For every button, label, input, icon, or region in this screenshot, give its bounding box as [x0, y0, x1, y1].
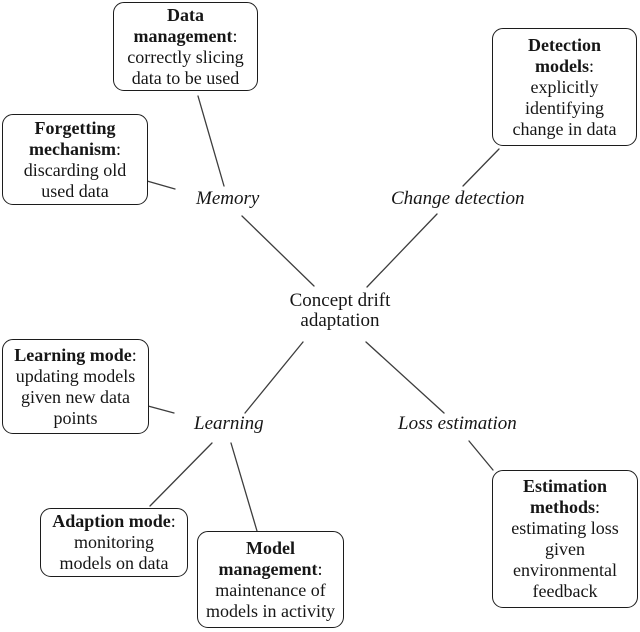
node-box-forgetting-mechanism: Forgetting mechanism: discarding old use… — [2, 114, 148, 205]
node-box-estimation-methods-title: Estimation methods — [522, 476, 607, 517]
connector-line-learning-mode-learning — [147, 405, 175, 414]
node-box-model-management: Model management: maintenance of models … — [197, 531, 344, 628]
node-box-estimation-methods-text: Estimation methods: estimating loss give… — [509, 476, 621, 602]
center-node-concept-drift-adaptation: Concept drift adaptation — [289, 290, 391, 331]
branch-label-memory: Memory — [196, 188, 260, 209]
node-box-adaption-mode-title: Adaption mode — [52, 511, 171, 531]
node-box-adaption-mode: Adaption mode: monitoring models on data — [40, 508, 188, 577]
node-box-adaption-mode-desc: : monitoring models on data — [59, 511, 176, 573]
node-box-model-management-text: Model management: maintenance of models … — [204, 538, 337, 622]
branch-label-change-detection: Change detection — [391, 188, 525, 209]
node-box-detection-models-title: Detection models — [528, 34, 601, 76]
node-box-estimation-methods: Estimation methods: estimating loss give… — [492, 470, 638, 608]
node-box-adaption-mode-text: Adaption mode: monitoring models on data — [50, 511, 178, 574]
node-box-learning-mode-text: Learning mode: updating models given new… — [12, 345, 139, 429]
node-box-learning-mode: Learning mode: updating models given new… — [2, 339, 149, 434]
node-box-learning-mode-desc: : updating models given new data points — [15, 344, 137, 428]
connector-line-data-management-memory — [197, 95, 225, 187]
node-box-detection-models: Detection models: explicitly identifying… — [492, 28, 637, 146]
node-box-data-management-title: Data management — [133, 4, 233, 46]
connector-line-change-detection-center — [366, 213, 438, 288]
branch-label-learning: Learning — [194, 413, 264, 434]
connector-line-loss-estimation-estimation-methods — [468, 440, 494, 471]
node-box-detection-models-desc: : explicitly identifying change in data — [512, 55, 617, 139]
node-box-data-management: Data management: correctly slicing data … — [113, 2, 258, 91]
node-box-forgetting-mechanism-title: Forgetting mechanism — [28, 117, 116, 159]
connector-line-center-learning — [244, 341, 304, 414]
node-box-forgetting-mechanism-desc: : discarding old used data — [23, 138, 127, 201]
node-box-detection-models-text: Detection models: explicitly identifying… — [511, 35, 619, 140]
node-box-model-management-desc: : maintenance of models in activity — [206, 558, 335, 621]
connector-line-learning-adaption-mode — [149, 442, 213, 507]
branch-label-loss-estimation: Loss estimation — [398, 413, 517, 434]
node-box-data-management-text: Data management: correctly slicing data … — [125, 5, 245, 89]
connector-line-detection-models-change-detection — [462, 148, 500, 187]
connector-line-forgetting-memory — [146, 180, 176, 190]
connector-line-learning-model-management — [230, 442, 258, 532]
node-box-model-management-title: Model management — [218, 537, 318, 579]
node-box-learning-mode-title: Learning mode — [14, 344, 132, 365]
node-box-estimation-methods-desc: : estimating loss given environmental fe… — [511, 497, 619, 601]
node-box-forgetting-mechanism-text: Forgetting mechanism: discarding old use… — [22, 118, 128, 202]
connector-line-center-loss-estimation — [365, 341, 445, 414]
node-box-data-management-desc: : correctly slicing data to be used — [127, 25, 244, 88]
connector-line-memory-center — [241, 215, 315, 287]
